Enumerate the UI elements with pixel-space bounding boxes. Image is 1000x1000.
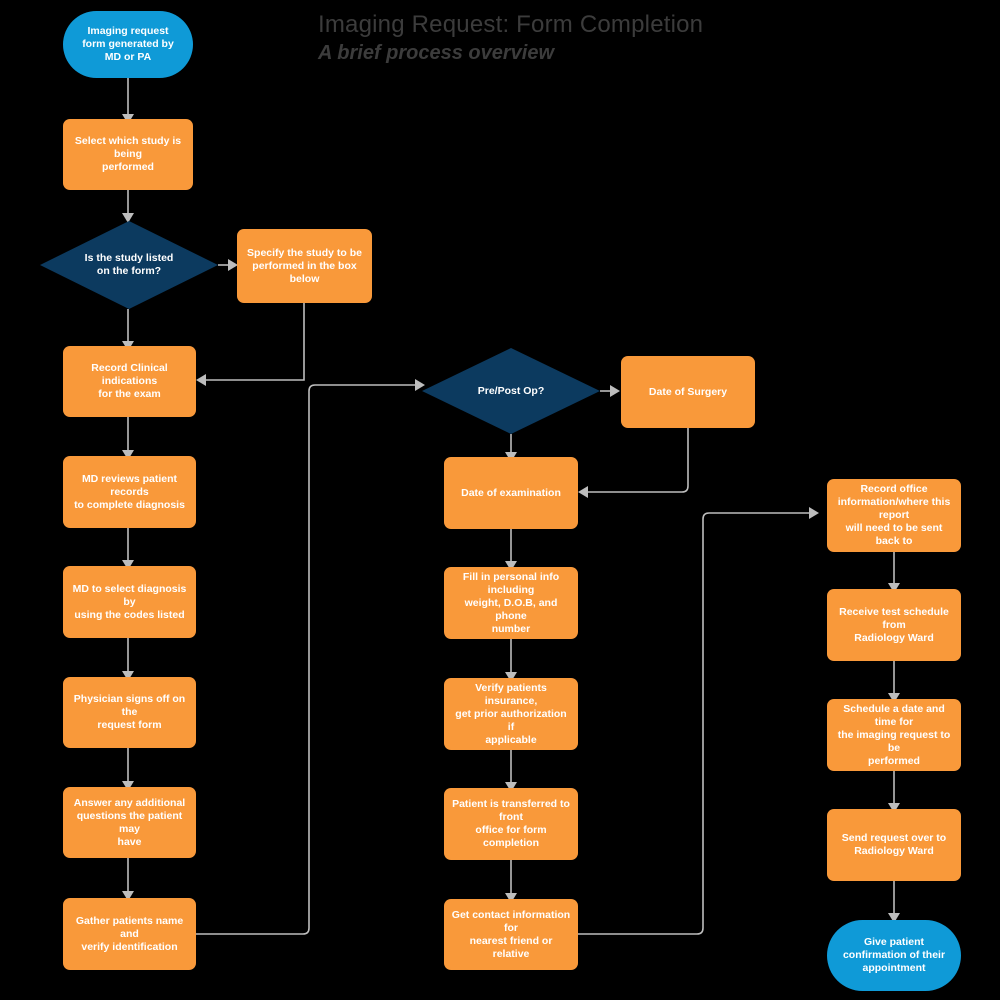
title-block: Imaging Request: Form Completion A brief…	[318, 10, 938, 66]
node-is-study-listed-label: Is the study listed on the form?	[84, 252, 174, 277]
node-verify-insurance[interactable]: Verify patients insurance, get prior aut…	[444, 678, 578, 750]
node-contact-info[interactable]: Get contact information for nearest frie…	[444, 899, 578, 970]
node-pre-post-op[interactable]: Pre/Post Op?	[422, 348, 600, 434]
node-specify-study[interactable]: Specify the study to be performed in the…	[237, 229, 372, 303]
node-date-of-examination-label: Date of examination	[461, 486, 561, 499]
node-select-study[interactable]: Select which study is being performed	[63, 119, 193, 190]
node-md-select-diagnosis[interactable]: MD to select diagnosis by using the code…	[63, 566, 196, 638]
node-record-clinical[interactable]: Record Clinical indications for the exam	[63, 346, 196, 417]
node-answer-questions[interactable]: Answer any additional questions the pati…	[63, 787, 196, 858]
node-contact-info-label: Get contact information for nearest frie…	[451, 908, 571, 960]
node-pre-post-op-label: Pre/Post Op?	[477, 384, 545, 397]
node-give-confirmation-label: Give patient confirmation of their appoi…	[842, 936, 946, 974]
node-transferred-front-office[interactable]: Patient is transferred to front office f…	[444, 788, 578, 860]
node-date-of-surgery-label: Date of Surgery	[648, 385, 728, 398]
node-md-reviews[interactable]: MD reviews patient records to complete d…	[63, 456, 196, 528]
node-personal-info-label: Fill in personal info including weight, …	[462, 570, 560, 635]
node-date-of-examination[interactable]: Date of examination	[444, 457, 578, 529]
diamond-shape	[422, 348, 600, 434]
node-receive-test-schedule-label: Receive test schedule from Radiology War…	[839, 605, 949, 644]
node-answer-questions-label: Answer any additional questions the pati…	[73, 796, 186, 848]
node-record-office-info[interactable]: Record office information/where this rep…	[827, 479, 961, 552]
node-select-study-label: Select which study is being performed	[74, 135, 182, 173]
node-send-request[interactable]: Send request over to Radiology Ward	[827, 809, 961, 881]
node-give-confirmation[interactable]: Give patient confirmation of their appoi…	[827, 920, 961, 991]
node-gather-patients[interactable]: Gather patients name and verify identifi…	[63, 898, 196, 970]
node-specify-study-label: Specify the study to be performed in the…	[247, 246, 362, 285]
node-physician-signs[interactable]: Physician signs off on the request form	[63, 677, 196, 748]
node-gather-patients-label: Gather patients name and verify identifi…	[75, 914, 184, 953]
node-send-request-label: Send request over to Radiology Ward	[841, 832, 947, 857]
node-start-label: Imaging request form generated by MD or …	[82, 25, 174, 63]
node-record-office-info-label: Record office information/where this rep…	[837, 483, 951, 547]
node-md-select-diagnosis-label: MD to select diagnosis by using the code…	[72, 582, 187, 621]
node-is-study-listed[interactable]: Is the study listed on the form?	[40, 221, 218, 309]
node-start[interactable]: Imaging request form generated by MD or …	[63, 11, 193, 78]
node-record-clinical-label: Record Clinical indications for the exam	[91, 362, 168, 400]
page-title: Imaging Request: Form Completion	[318, 11, 704, 38]
node-schedule-date-time[interactable]: Schedule a date and time for the imaging…	[827, 699, 961, 771]
node-verify-insurance-label: Verify patients insurance, get prior aut…	[455, 681, 567, 746]
node-schedule-date-time-label: Schedule a date and time for the imaging…	[837, 702, 951, 767]
node-personal-info[interactable]: Fill in personal info including weight, …	[444, 567, 578, 639]
page-subtitle: A brief process overview	[318, 42, 555, 64]
node-transferred-front-office-label: Patient is transferred to front office f…	[452, 798, 570, 849]
node-md-reviews-label: MD reviews patient records to complete d…	[74, 472, 185, 511]
node-date-of-surgery[interactable]: Date of Surgery	[621, 356, 755, 428]
diamond-shape	[40, 221, 218, 309]
node-receive-test-schedule[interactable]: Receive test schedule from Radiology War…	[827, 589, 961, 661]
node-physician-signs-label: Physician signs off on the request form	[73, 693, 186, 731]
